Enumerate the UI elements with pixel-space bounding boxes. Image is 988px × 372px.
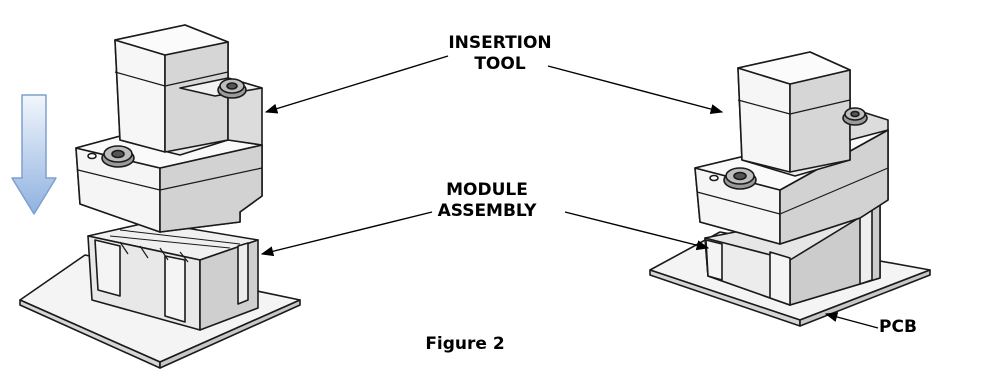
right-assembly [649, 51, 931, 327]
insertion-tool-label-line1: INSERTION [448, 33, 552, 53]
leader-tool-right [547, 65, 724, 114]
leader-pcb [824, 312, 879, 329]
leader-lines [260, 55, 879, 329]
module-assembly-label-line2: ASSEMBLY [437, 201, 537, 221]
figure-caption: Figure 2 [425, 334, 505, 354]
insertion-tool-label: INSERTION TOOL [425, 33, 575, 75]
left-assembly [19, 24, 301, 369]
module-assembly-label: MODULE ASSEMBLY [412, 180, 562, 222]
leader-module-left [260, 211, 433, 257]
right-insertion-tool [694, 51, 889, 245]
pcb-label: PCB [879, 317, 917, 337]
left-insertion-tool [75, 24, 263, 233]
module-assembly-label-line1: MODULE [446, 180, 528, 200]
push-down-arrow-icon [11, 94, 57, 215]
insertion-tool-label-line2: TOOL [474, 54, 526, 74]
leader-tool-left [264, 55, 449, 114]
leader-module-right [564, 211, 710, 251]
left-module-assembly [87, 221, 259, 331]
